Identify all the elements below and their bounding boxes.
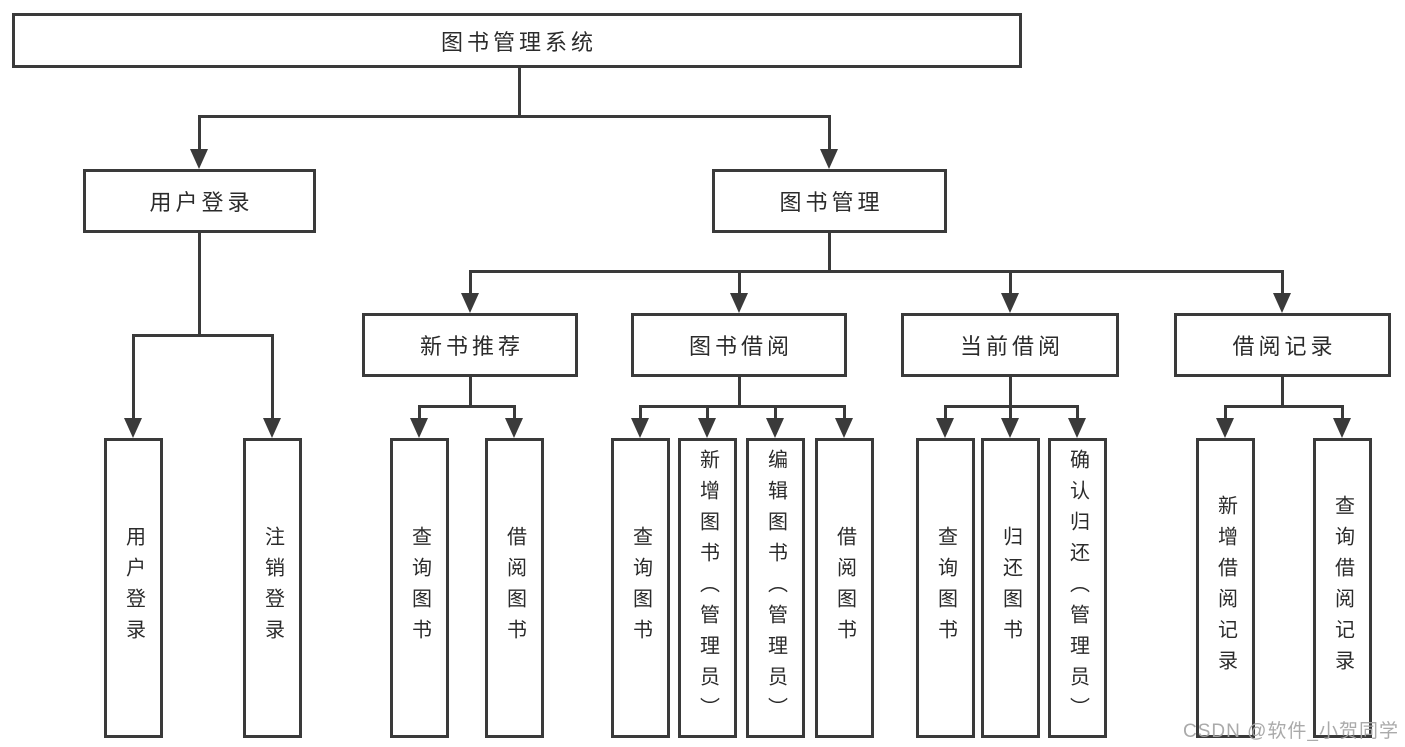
connector-line (198, 115, 201, 151)
arrow-down-icon (1216, 418, 1234, 438)
arrow-down-icon (1001, 418, 1019, 438)
leaf-borrow-query-books: 查询图书 (611, 438, 670, 738)
arrow-down-icon (461, 293, 479, 313)
connector-line (639, 405, 845, 408)
leaf-recommend-query-books-label: 查询图书 (408, 526, 431, 650)
leaf-edit-books-admin: 编辑图书（管理员） (746, 438, 805, 738)
arrow-down-icon (631, 418, 649, 438)
leaf-add-books-admin-label: 新增图书（管理员） (696, 448, 719, 728)
node-book-borrow-label: 图书借阅 (688, 334, 793, 359)
connector-line (738, 270, 741, 296)
connector-line (828, 115, 831, 151)
node-new-book-recommend: 新书推荐 (362, 313, 578, 377)
leaf-current-query-books: 查询图书 (916, 438, 975, 738)
connector-line (513, 405, 516, 421)
leaf-query-borrow-record-label: 查询借阅记录 (1331, 495, 1354, 681)
leaf-return-books: 归还图书 (981, 438, 1040, 738)
arrow-down-icon (730, 293, 748, 313)
leaf-logout: 注销登录 (243, 438, 302, 738)
leaf-recommend-query-books: 查询图书 (390, 438, 449, 738)
connector-line (774, 405, 777, 421)
node-user-login-group: 用户登录 (83, 169, 316, 233)
connector-line (944, 405, 947, 421)
connector-line (738, 377, 741, 408)
leaf-add-books-admin: 新增图书（管理员） (678, 438, 737, 738)
node-book-management: 图书管理 (712, 169, 947, 233)
connector-line (271, 334, 274, 420)
connector-line (469, 270, 1284, 273)
connector-line (1341, 405, 1344, 421)
connector-line (639, 405, 642, 421)
node-borrow-records: 借阅记录 (1174, 313, 1391, 377)
leaf-return-books-label: 归还图书 (999, 526, 1022, 650)
connector-line (1281, 377, 1284, 408)
node-user-login-group-label: 用户登录 (149, 190, 254, 215)
arrow-down-icon (936, 418, 954, 438)
connector-line (198, 233, 201, 337)
arrow-down-icon (766, 418, 784, 438)
connector-line (1009, 405, 1012, 421)
node-root-label: 图书管理系统 (440, 29, 597, 55)
connector-line (843, 405, 846, 421)
leaf-user-login: 用户登录 (104, 438, 163, 738)
node-borrow-records-label: 借阅记录 (1232, 334, 1337, 359)
arrow-down-icon (410, 418, 428, 438)
csdn-watermark: CSDN @软件_小贺同学 (1183, 721, 1399, 742)
node-new-book-recommend-label: 新书推荐 (419, 334, 524, 359)
node-book-borrow: 图书借阅 (631, 313, 847, 377)
leaf-confirm-return-admin-label: 确认归还（管理员） (1066, 448, 1089, 728)
leaf-confirm-return-admin: 确认归还（管理员） (1048, 438, 1107, 738)
connector-line (418, 405, 516, 408)
connector-line (198, 115, 831, 118)
arrow-down-icon (1273, 293, 1291, 313)
arrow-down-icon (835, 418, 853, 438)
leaf-add-borrow-record: 新增借阅记录 (1196, 438, 1255, 738)
node-current-borrow: 当前借阅 (901, 313, 1119, 377)
arrow-down-icon (1333, 418, 1351, 438)
leaf-edit-books-admin-label: 编辑图书（管理员） (764, 448, 787, 728)
node-book-management-label: 图书管理 (779, 190, 884, 215)
leaf-logout-label: 注销登录 (261, 526, 284, 650)
leaf-recommend-borrow-books: 借阅图书 (485, 438, 544, 738)
arrow-down-icon (820, 149, 838, 169)
leaf-borrow-books: 借阅图书 (815, 438, 874, 738)
connector-line (1076, 405, 1079, 421)
arrow-down-icon (1068, 418, 1086, 438)
connector-line (828, 233, 831, 273)
connector-line (132, 334, 274, 337)
leaf-query-borrow-record: 查询借阅记录 (1313, 438, 1372, 738)
arrow-down-icon (1001, 293, 1019, 313)
connector-line (1009, 377, 1012, 408)
leaf-add-borrow-record-label: 新增借阅记录 (1214, 495, 1237, 681)
connector-line (132, 334, 135, 420)
node-current-borrow-label: 当前借阅 (959, 334, 1064, 359)
leaf-recommend-borrow-books-label: 借阅图书 (503, 526, 526, 650)
connector-line (469, 270, 472, 296)
arrow-down-icon (124, 418, 142, 438)
node-root: 图书管理系统 (12, 13, 1022, 68)
leaf-current-query-books-label: 查询图书 (934, 526, 957, 650)
arrow-down-icon (698, 418, 716, 438)
connector-line (1009, 270, 1012, 296)
leaf-borrow-books-label: 借阅图书 (833, 526, 856, 650)
connector-line (1281, 270, 1284, 296)
leaf-user-login-label: 用户登录 (122, 526, 145, 650)
connector-line (706, 405, 709, 421)
connector-line (1224, 405, 1344, 408)
leaf-borrow-query-books-label: 查询图书 (629, 526, 652, 650)
arrow-down-icon (190, 149, 208, 169)
connector-line (518, 68, 521, 118)
arrow-down-icon (263, 418, 281, 438)
connector-line (418, 405, 421, 421)
connector-line (1224, 405, 1227, 421)
connector-line (469, 377, 472, 408)
arrow-down-icon (505, 418, 523, 438)
